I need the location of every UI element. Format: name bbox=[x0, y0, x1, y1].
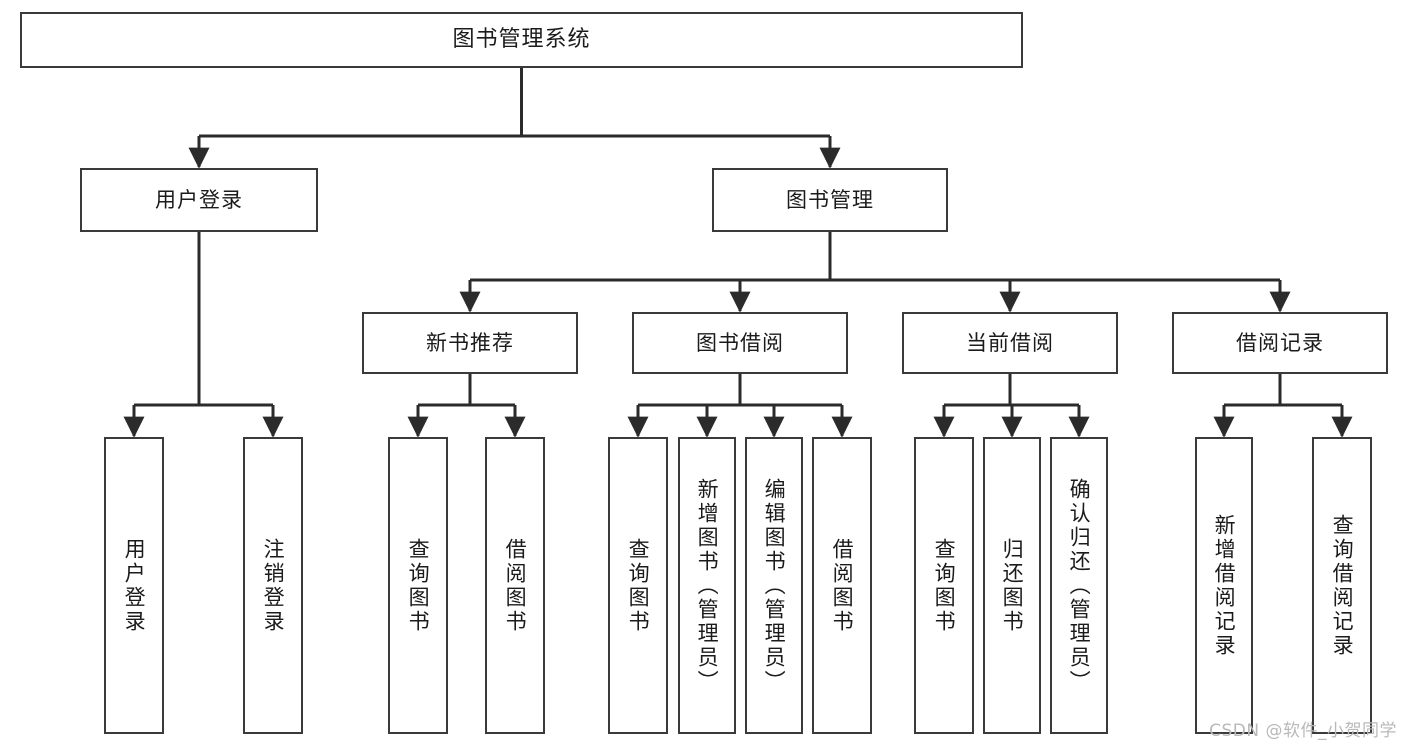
node-label: 注销登录 bbox=[261, 537, 286, 634]
node-leaf-bor-1[interactable]: 查询图书 bbox=[608, 437, 668, 734]
node-label: 用户登录 bbox=[155, 187, 243, 212]
node-label: 用户登录 bbox=[122, 537, 147, 634]
node-leaf-new-2[interactable]: 借阅图书 bbox=[485, 437, 545, 734]
node-label: 归还图书 bbox=[1000, 537, 1025, 634]
node-label: 查询借阅记录 bbox=[1330, 513, 1355, 658]
node-label: 查询图书 bbox=[626, 537, 651, 634]
node-leaf-bor-2[interactable]: 新增图书（管理员） bbox=[678, 437, 736, 734]
node-label: 查询图书 bbox=[406, 537, 431, 634]
node-leaf-cur-2[interactable]: 归还图书 bbox=[983, 437, 1041, 734]
node-leaf-cur-3[interactable]: 确认归还（管理员） bbox=[1050, 437, 1108, 734]
node-leaf-cur-1[interactable]: 查询图书 bbox=[914, 437, 974, 734]
node-leaf-new-1[interactable]: 查询图书 bbox=[388, 437, 448, 734]
node-label: 新增借阅记录 bbox=[1212, 513, 1237, 658]
node-leaf-login-2[interactable]: 注销登录 bbox=[243, 437, 303, 734]
node-label: 确认归还（管理员） bbox=[1067, 477, 1092, 694]
node-label: 查询图书 bbox=[932, 537, 957, 634]
node-records[interactable]: 借阅记录 bbox=[1172, 312, 1388, 374]
node-borrow[interactable]: 图书借阅 bbox=[632, 312, 848, 374]
node-current[interactable]: 当前借阅 bbox=[902, 312, 1118, 374]
node-label: 借阅图书 bbox=[503, 537, 528, 634]
node-label: 图书管理系统 bbox=[452, 27, 591, 53]
node-label: 借阅图书 bbox=[830, 537, 855, 634]
node-leaf-rec-2[interactable]: 查询借阅记录 bbox=[1312, 437, 1372, 734]
watermark: CSDN @软件_小贺同学 bbox=[1209, 721, 1397, 741]
node-leaf-bor-4[interactable]: 借阅图书 bbox=[812, 437, 872, 734]
node-bookmgmt[interactable]: 图书管理 bbox=[712, 168, 948, 232]
node-leaf-rec-1[interactable]: 新增借阅记录 bbox=[1195, 437, 1253, 734]
node-label: 当前借阅 bbox=[966, 330, 1054, 355]
node-label: 编辑图书（管理员） bbox=[762, 477, 787, 694]
node-leaf-login-1[interactable]: 用户登录 bbox=[104, 437, 164, 734]
node-label: 图书管理 bbox=[786, 187, 874, 212]
node-label: 借阅记录 bbox=[1236, 330, 1324, 355]
node-label: 图书借阅 bbox=[696, 330, 784, 355]
node-label: 新书推荐 bbox=[426, 330, 514, 355]
node-leaf-bor-3[interactable]: 编辑图书（管理员） bbox=[745, 437, 803, 734]
node-root[interactable]: 图书管理系统 bbox=[20, 12, 1023, 68]
node-login[interactable]: 用户登录 bbox=[80, 168, 318, 232]
node-label: 新增图书（管理员） bbox=[695, 477, 720, 694]
node-newbook[interactable]: 新书推荐 bbox=[362, 312, 578, 374]
